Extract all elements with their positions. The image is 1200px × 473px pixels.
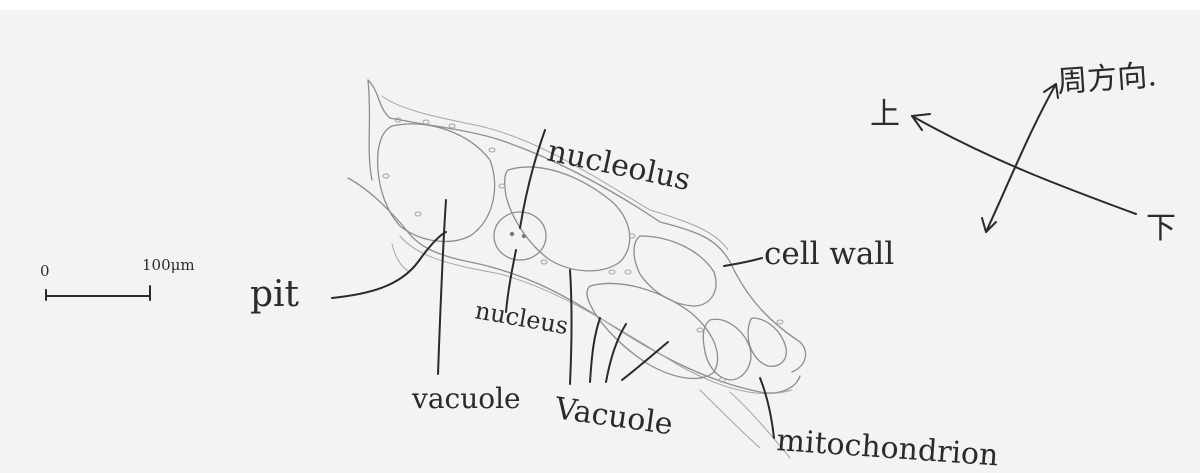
label-down: 下	[1146, 211, 1176, 246]
paper-top-edge	[0, 0, 1200, 10]
scale-bar-value: 100μm	[142, 256, 195, 274]
label-cell-wall: cell wall	[764, 236, 894, 272]
label-circumferential: 周方向.	[1056, 58, 1158, 100]
label-up: 上	[870, 97, 900, 132]
scale-bar-zero: 0	[40, 262, 50, 280]
label-pit: pit	[250, 274, 300, 315]
nucleolus-dot-1	[510, 232, 514, 236]
label-vacuole-left: vacuole	[411, 382, 521, 415]
